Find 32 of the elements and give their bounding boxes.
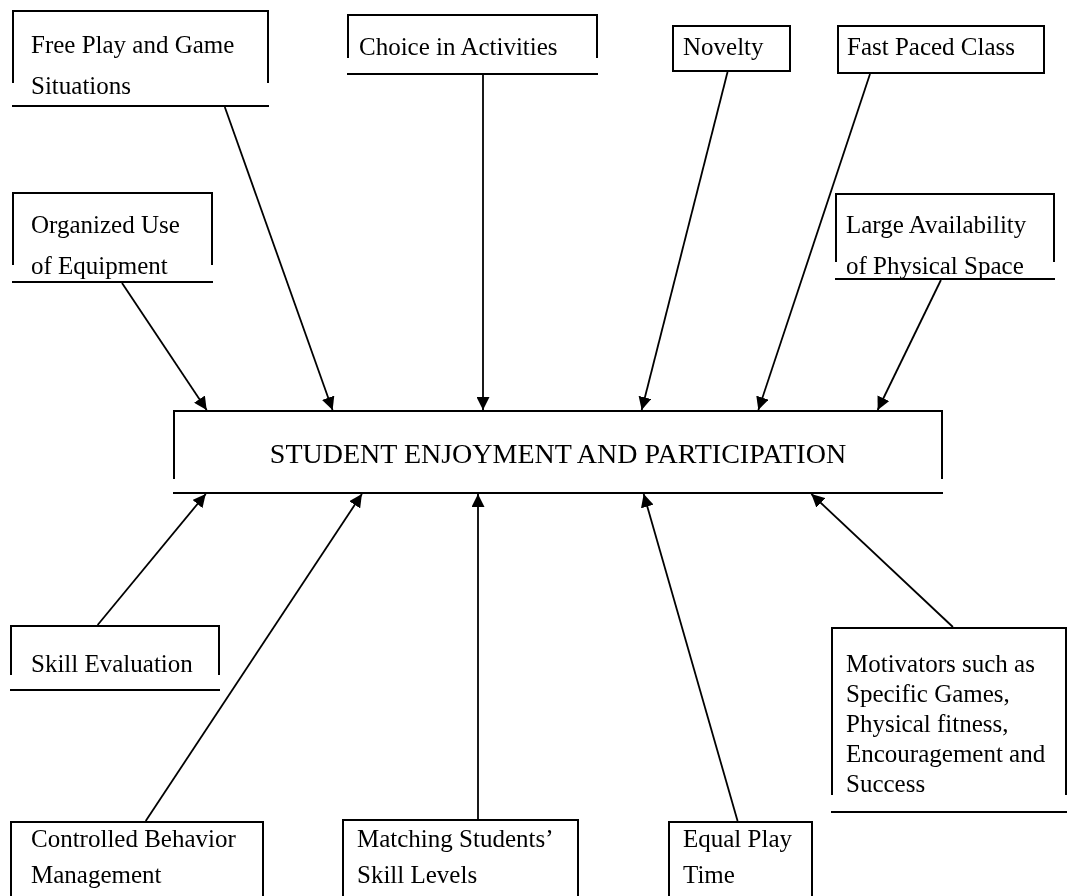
box-label: Equal Play Time <box>683 824 793 890</box>
box-label: Motivators such as Specific Games, Physical fitness, Encouragement and Success <box>846 649 1047 799</box>
text-box <box>12 10 269 107</box>
box-label: Large Availability of Physical Space <box>846 210 1028 281</box>
arrow <box>810 493 954 628</box>
box-label: Choice in Activities <box>359 32 558 62</box>
text-box <box>835 193 1055 280</box>
arrow <box>471 493 485 820</box>
text-box <box>173 410 943 494</box>
arrow <box>476 74 490 411</box>
text-box <box>831 627 1067 813</box>
box-label: Fast Paced Class <box>847 32 1016 62</box>
arrow <box>638 71 729 411</box>
text-box <box>347 14 598 75</box>
box-label: Controlled Behavior Management <box>31 824 237 890</box>
text-box <box>672 25 791 72</box>
text-box <box>837 25 1045 74</box>
box-label: Free Play and Game Situations <box>31 30 236 101</box>
text-box <box>10 625 220 691</box>
text-box <box>12 192 213 283</box>
box-label: STUDENT ENJOYMENT AND PARTICIPATION <box>269 437 847 471</box>
arrow <box>96 493 207 626</box>
arrow <box>876 279 942 411</box>
box-label: Organized Use of Equipment <box>31 210 181 281</box>
arrow <box>144 493 363 822</box>
box-label: Skill Evaluation <box>31 649 193 679</box>
box-label: Matching Students’ Skill Levels <box>357 824 553 890</box>
arrow <box>121 282 208 411</box>
box-label: Novelty <box>683 32 764 62</box>
arrow <box>641 493 739 822</box>
arrow <box>223 106 335 411</box>
arrow <box>756 73 871 411</box>
